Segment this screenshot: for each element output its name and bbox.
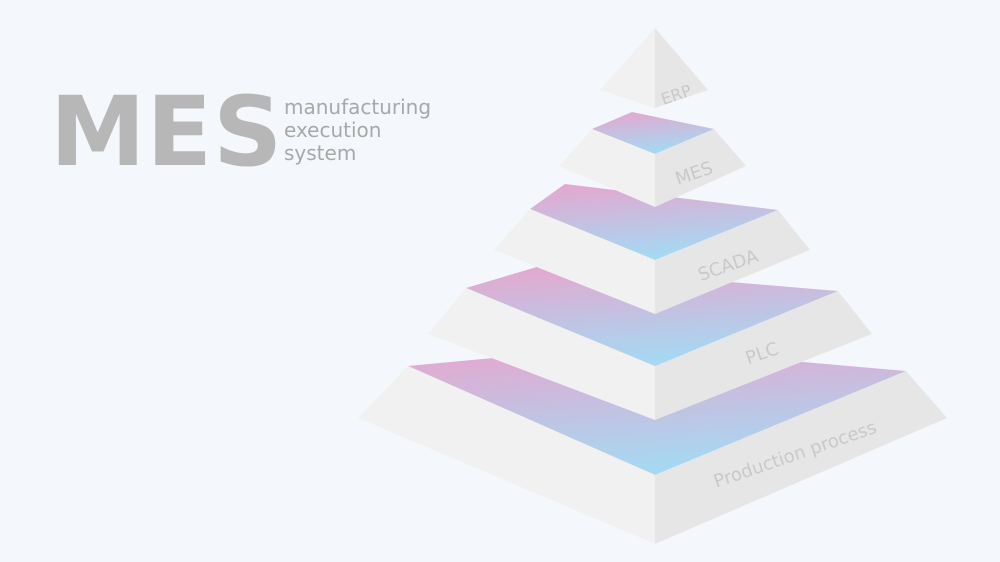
tier-left-face bbox=[358, 366, 655, 544]
subtitle-line: manufacturing bbox=[284, 95, 432, 119]
subtitle-line: execution bbox=[284, 118, 382, 142]
tier-right-face bbox=[655, 129, 746, 207]
subtitle-line: system bbox=[284, 141, 357, 165]
mes-subtitle: manufacturing execution system bbox=[284, 96, 431, 165]
tier-right-face bbox=[655, 371, 947, 544]
tier-right-face bbox=[655, 291, 872, 420]
tier-right-face bbox=[655, 28, 708, 108]
tier-top-face bbox=[592, 112, 714, 154]
tier-scada: SCADA bbox=[494, 184, 810, 314]
tier-left-face bbox=[559, 129, 655, 207]
tier-left-face bbox=[600, 28, 655, 108]
tier-left-face bbox=[428, 288, 655, 420]
tier-plc: PLC bbox=[428, 266, 872, 420]
tier-left-face bbox=[494, 209, 655, 314]
tier-right-face bbox=[655, 210, 810, 314]
mes-acronym: MES bbox=[50, 76, 284, 188]
tier-top-face bbox=[530, 184, 778, 260]
tier-mes: MES bbox=[559, 112, 746, 207]
tier-top-face bbox=[466, 266, 838, 366]
title-block: MES manufacturing execution system bbox=[50, 84, 470, 184]
tier-erp: ERP bbox=[600, 28, 708, 109]
